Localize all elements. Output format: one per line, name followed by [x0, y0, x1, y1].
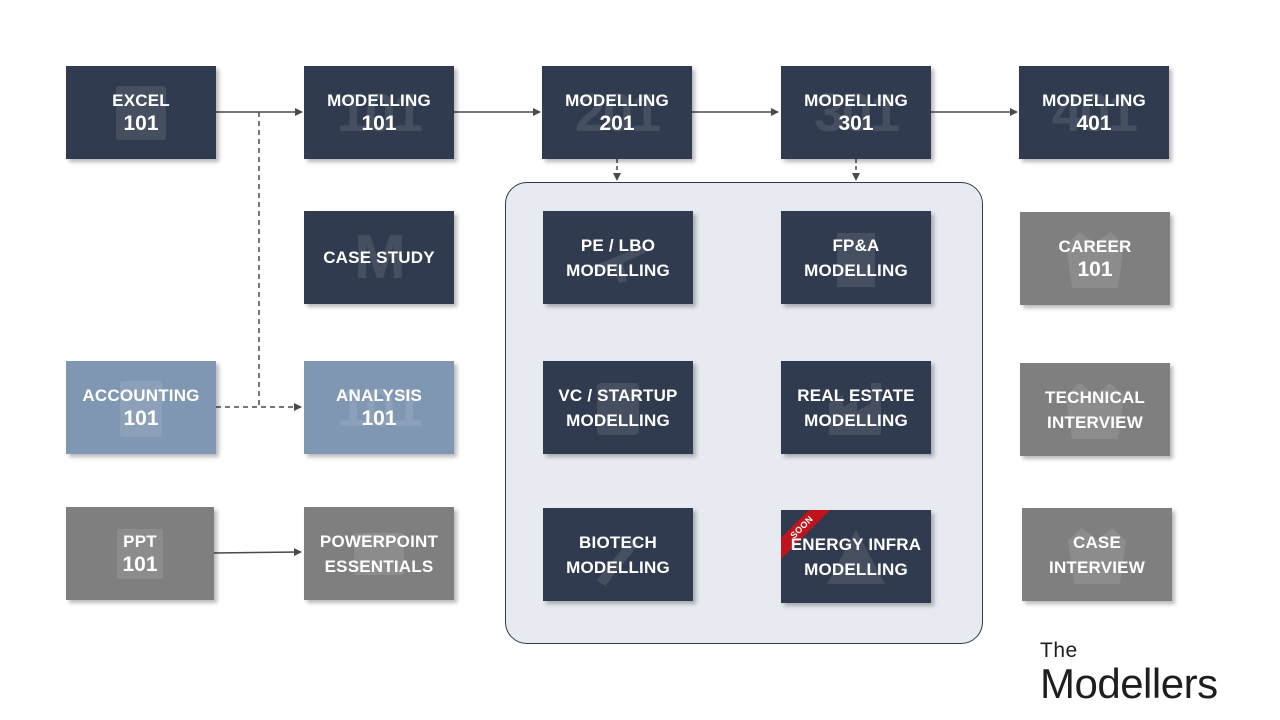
course-label: POWERPOINT	[319, 531, 439, 551]
course-label: MODELLING	[804, 90, 908, 110]
course-label: ACCOUNTING	[82, 385, 200, 405]
course-modelling-101[interactable]: 101 MODELLING 101	[304, 66, 454, 159]
course-label-2: ESSENTIALS	[324, 556, 434, 576]
course-level: 101	[361, 406, 397, 430]
course-label: VC / STARTUP	[558, 385, 678, 405]
course-excel-101[interactable]: EXCEL 101	[66, 66, 216, 159]
course-label-2: MODELLING	[804, 260, 908, 280]
course-label: PPT	[123, 531, 157, 551]
course-label-2: MODELLING	[566, 260, 670, 280]
arrow-ppt-to-powerpoint	[213, 548, 302, 557]
course-modelling-201[interactable]: 201 MODELLING 201	[542, 66, 692, 159]
course-label-2: MODELLING	[804, 410, 908, 430]
course-label-2: MODELLING	[566, 557, 670, 577]
course-label: FP&A	[832, 235, 880, 255]
course-level: 301	[838, 111, 874, 135]
course-biotech-modelling[interactable]: BIOTECH MODELLING	[543, 508, 693, 601]
course-technical-interview[interactable]: TECHNICAL INTERVIEW	[1020, 363, 1170, 456]
course-label: PE / LBO	[580, 235, 656, 255]
course-label-2: MODELLING	[566, 410, 670, 430]
course-label: REAL ESTATE	[797, 385, 915, 405]
course-label: CASE STUDY	[323, 247, 435, 267]
course-label: ANALYSIS	[336, 385, 422, 405]
course-label-2: INTERVIEW	[1047, 412, 1143, 432]
course-energy-infra-modelling[interactable]: SOON ENERGY INFRA MODELLING	[781, 510, 931, 603]
course-label: BIOTECH	[579, 532, 657, 552]
course-label-2: MODELLING	[804, 559, 908, 579]
course-vc-startup-modelling[interactable]: VC / STARTUP MODELLING	[543, 361, 693, 454]
course-level: 201	[599, 111, 635, 135]
course-label-2: INTERVIEW	[1049, 557, 1145, 577]
course-case-interview[interactable]: CASE INTERVIEW	[1022, 508, 1172, 601]
course-level: 101	[361, 111, 397, 135]
course-label: MODELLING	[327, 90, 431, 110]
course-powerpoint-essentials[interactable]: POWERPOINT ESSENTIALS	[304, 507, 454, 600]
course-modelling-401[interactable]: 401 MODELLING 401	[1019, 66, 1169, 159]
course-fpa-modelling[interactable]: FP&A MODELLING	[781, 211, 931, 304]
course-label: MODELLING	[565, 90, 669, 110]
course-level: 401	[1076, 111, 1112, 135]
brand-logo: The Modellers	[1040, 640, 1218, 706]
logo-modellers: Modellers	[1040, 660, 1218, 707]
course-pe-lbo-modelling[interactable]: PE / LBO MODELLING	[543, 211, 693, 304]
course-label: EXCEL	[112, 90, 170, 110]
course-label: CASE	[1072, 532, 1122, 552]
course-analysis-101[interactable]: 101 ANALYSIS 101	[304, 361, 454, 454]
course-real-estate-modelling[interactable]: REAL ESTATE MODELLING	[781, 361, 931, 454]
course-case-study[interactable]: M CASE STUDY	[304, 211, 454, 304]
course-level: 101	[122, 552, 158, 576]
course-level: 101	[1077, 257, 1113, 281]
logo-the: The	[1040, 639, 1078, 662]
course-label: CAREER	[1058, 236, 1132, 256]
course-level: 101	[123, 406, 159, 430]
course-accounting-101[interactable]: ACCOUNTING 101	[66, 361, 216, 454]
course-modelling-301[interactable]: 301 MODELLING 301	[781, 66, 931, 159]
course-label: MODELLING	[1042, 90, 1146, 110]
course-ppt-101[interactable]: PPT 101	[66, 507, 214, 600]
course-label: TECHNICAL	[1044, 387, 1145, 407]
course-career-101[interactable]: CAREER 101	[1020, 212, 1170, 305]
course-label: ENERGY INFRA	[790, 534, 922, 554]
course-level: 101	[123, 111, 159, 135]
